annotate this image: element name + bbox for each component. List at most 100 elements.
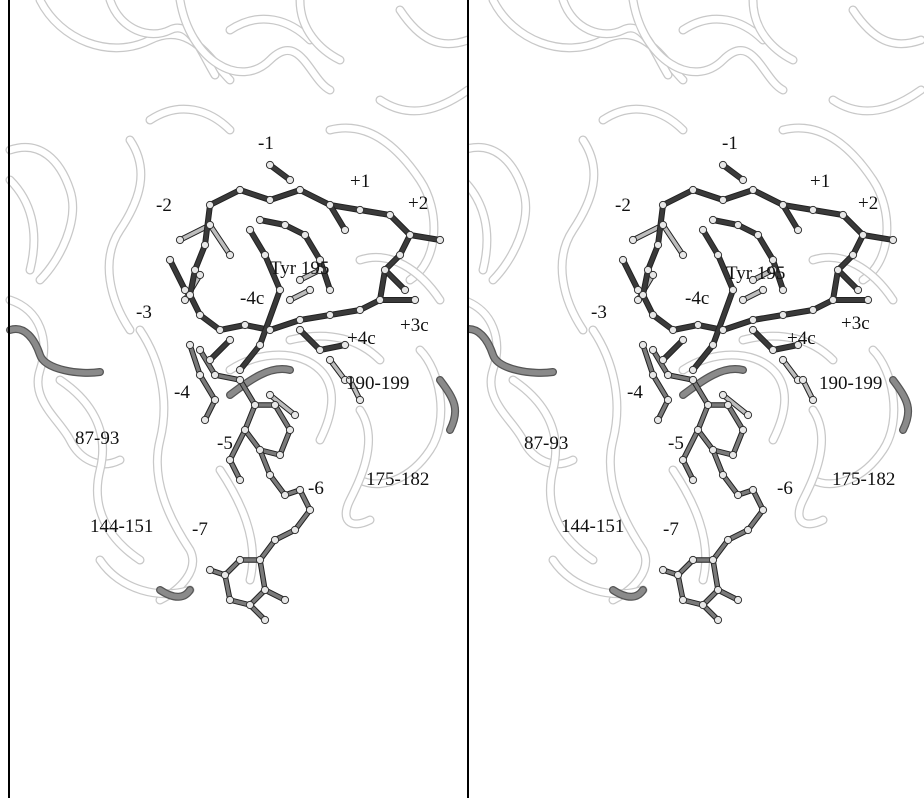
- ligand-atom: [703, 400, 713, 410]
- ligand-bond-dark: [831, 268, 840, 302]
- ligand-atom: [255, 555, 265, 565]
- ligand-atom: [633, 295, 643, 305]
- label-site-m4: -4: [627, 382, 643, 403]
- ligand-atom: [638, 290, 648, 300]
- label-site-m4c: -4c: [685, 288, 710, 309]
- ligand-atom: [768, 345, 778, 355]
- ligand-atom: [708, 340, 718, 350]
- ligand-bond-dark: [208, 188, 242, 207]
- ligand-atom: [778, 310, 788, 320]
- ligand-atom: [743, 525, 753, 535]
- label-site-m5: -5: [668, 433, 684, 454]
- ligand-atom: [255, 445, 265, 455]
- ligand-bond-dark: [298, 313, 332, 322]
- ligand-atom: [688, 365, 698, 375]
- ligand-atom: [295, 275, 305, 285]
- ligand-atom: [718, 195, 728, 205]
- backbone-ribbon: [549, 556, 647, 597]
- ligand-atom: [280, 220, 290, 230]
- backbone-ribbon: [376, 86, 468, 115]
- ligand-atom: [315, 265, 325, 275]
- ligand-atom: [748, 275, 758, 285]
- backbone-ribbon: [226, 351, 335, 444]
- ligand-atom: [190, 265, 200, 275]
- ligand-atom: [240, 425, 250, 435]
- ligand-atom: [708, 215, 718, 225]
- loop-highlight: [610, 587, 646, 600]
- ligand-atom: [305, 285, 315, 295]
- ligand-bond-dark: [651, 313, 675, 332]
- backbone-ribbon: [739, 332, 837, 364]
- ligand-atom: [828, 295, 838, 305]
- backbone-ribbon: [779, 124, 891, 284]
- ligand-bond-dark: [841, 213, 865, 237]
- ligand-bond-dark: [208, 338, 232, 362]
- ligand-atom: [758, 285, 768, 295]
- ligand-atom: [345, 375, 355, 385]
- ligand-atom: [688, 475, 698, 485]
- ligand-bond-mid: [641, 343, 655, 377]
- ligand-bond-dark: [751, 328, 775, 352]
- ligand-atom: [718, 470, 728, 480]
- ligand-bond-mid: [258, 558, 267, 592]
- label-site-m7: -7: [663, 519, 679, 540]
- ligand-atom: [325, 310, 335, 320]
- ligand-atom: [405, 230, 415, 240]
- ligand-atom: [340, 225, 350, 235]
- ligand-atom: [833, 265, 843, 275]
- ligand-bond-mid: [273, 403, 292, 432]
- label-loop-175-182: 175-182: [832, 469, 896, 490]
- backbone-ribbon-outline: [588, 325, 651, 605]
- ligand-atom: [225, 335, 235, 345]
- ligand-atom: [653, 415, 663, 425]
- ligand-atom: [758, 505, 768, 515]
- label-site-m7: -7: [192, 519, 208, 540]
- ligand-bond-light: [781, 358, 800, 382]
- ligand-bond-mid: [268, 473, 287, 497]
- backbone-ribbon: [105, 136, 145, 334]
- ligand-atom: [260, 250, 270, 260]
- ligand-atom: [793, 225, 803, 235]
- ligand-atom: [653, 240, 663, 250]
- ligand-atom: [648, 270, 658, 280]
- ligand-bond-dark: [238, 343, 262, 372]
- ligand-atom: [793, 340, 803, 350]
- ligand-atom: [748, 185, 758, 195]
- ligand-bond-light: [208, 223, 232, 257]
- ligand-atom: [195, 370, 205, 380]
- backbone-ribbon: [176, 0, 334, 94]
- ligand-bond-dark: [781, 203, 815, 212]
- ligand-atom: [713, 615, 723, 625]
- ligand-atom: [210, 395, 220, 405]
- ligand-atom: [265, 160, 275, 170]
- backbone-ribbon: [96, 556, 194, 597]
- ligand-atom: [255, 215, 265, 225]
- backbone-ribbon: [489, 0, 687, 84]
- ligand-bond-dark: [861, 233, 895, 242]
- ligand-bond-dark: [298, 188, 332, 207]
- label-site-p2: +2: [858, 193, 879, 214]
- ligand-atom: [375, 295, 385, 305]
- ligand-bond-dark: [691, 343, 715, 372]
- backbone-ribbon: [286, 332, 384, 364]
- ligand-atom: [265, 195, 275, 205]
- backbone-ribbon: [558, 136, 598, 334]
- backbone-ribbon-outline: [5, 142, 78, 285]
- label-site-m3: -3: [136, 302, 152, 323]
- ligand-atom: [658, 565, 668, 575]
- ligand-bond-dark: [781, 308, 815, 317]
- ligand-bond-dark: [328, 203, 362, 212]
- ligand-bond-dark: [711, 218, 740, 227]
- ligand-atom: [400, 285, 410, 295]
- label-site-p4c: +4c: [347, 328, 376, 349]
- ligand-atom: [165, 255, 175, 265]
- backbone-ribbon-outline: [808, 345, 899, 489]
- ligand-bond-mid: [681, 428, 700, 462]
- ligand-atom: [315, 255, 325, 265]
- ligand-atom: [723, 535, 733, 545]
- ligand-bond-dark: [781, 203, 800, 232]
- ligand-atom: [295, 325, 305, 335]
- ligand-atom: [355, 205, 365, 215]
- protein-scene-left: [5, 0, 468, 625]
- ligand-atom: [863, 295, 873, 305]
